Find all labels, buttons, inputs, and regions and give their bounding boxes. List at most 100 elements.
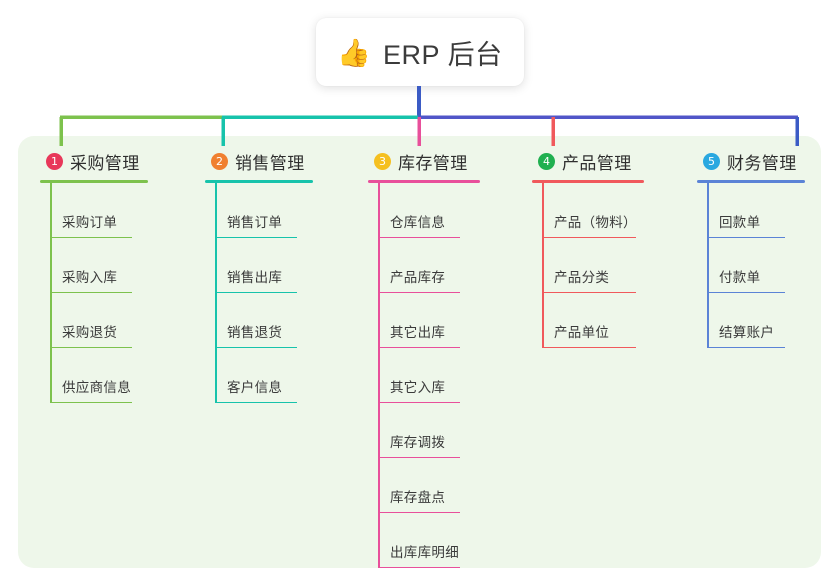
- leaf-label: 其它出库: [390, 325, 446, 340]
- column-title-2: 销售管理: [235, 153, 305, 173]
- leaf-label: 产品分类: [554, 270, 610, 285]
- leaf-item[interactable]: 产品单位: [542, 293, 682, 348]
- column-header-2[interactable]: 2 销售管理: [205, 148, 353, 174]
- leaf-item[interactable]: 库存盘点: [378, 458, 518, 513]
- leaf-label: 采购退货: [62, 325, 118, 340]
- column-3: 3 库存管理仓库信息产品库存其它出库其它入库库存调拨库存盘点出库库明细: [368, 148, 518, 568]
- leaf-rule: [542, 236, 636, 238]
- leaf-item[interactable]: 采购入库: [50, 238, 190, 293]
- leaf-list-3: 仓库信息产品库存其它出库其它入库库存调拨库存盘点出库库明细: [368, 183, 518, 568]
- leaf-rule: [378, 236, 460, 238]
- leaf-label: 产品单位: [554, 325, 610, 340]
- leaf-label: 销售退货: [227, 325, 283, 340]
- leaf-rule: [378, 346, 460, 348]
- column-title-4: 产品管理: [562, 153, 632, 173]
- column-title-1: 采购管理: [70, 153, 140, 173]
- leaf-item[interactable]: 销售订单: [215, 183, 353, 238]
- column-2: 2 销售管理销售订单销售出库销售退货客户信息: [205, 148, 353, 403]
- leaf-rule: [707, 291, 785, 293]
- column-badge-1: 1: [46, 152, 63, 170]
- column-rule-1: [40, 180, 148, 183]
- column-5: 5 财务管理回款单付款单结算账户: [697, 148, 837, 348]
- column-header-3[interactable]: 3 库存管理: [368, 148, 518, 174]
- leaf-list-1: 采购订单采购入库采购退货供应商信息: [40, 183, 190, 403]
- column-badge-3: 3: [374, 152, 391, 170]
- leaf-label: 付款单: [719, 270, 761, 285]
- leaf-rule: [215, 291, 297, 293]
- leaf-item[interactable]: 付款单: [707, 238, 837, 293]
- leaf-rule: [707, 346, 785, 348]
- column-1: 1 采购管理采购订单采购入库采购退货供应商信息: [40, 148, 190, 403]
- leaf-item[interactable]: 产品（物料）: [542, 183, 682, 238]
- leaf-rule: [215, 236, 297, 238]
- leaf-label: 客户信息: [227, 380, 283, 395]
- leaf-item[interactable]: 销售出库: [215, 238, 353, 293]
- leaf-item[interactable]: 采购退货: [50, 293, 190, 348]
- leaf-label: 销售订单: [227, 215, 283, 230]
- leaf-item[interactable]: 客户信息: [215, 348, 353, 403]
- leaf-item[interactable]: 出库库明细: [378, 513, 518, 568]
- leaf-rule: [378, 456, 460, 458]
- leaf-rule: [50, 346, 132, 348]
- leaf-item[interactable]: 其它入库: [378, 348, 518, 403]
- leaf-item[interactable]: 其它出库: [378, 293, 518, 348]
- leaf-list-5: 回款单付款单结算账户: [697, 183, 837, 348]
- leaf-label: 库存调拨: [390, 435, 446, 450]
- leaf-rule: [378, 566, 460, 568]
- leaf-spine-4: [542, 183, 544, 348]
- root-node[interactable]: 👍 ERP 后台: [316, 18, 524, 86]
- leaf-item[interactable]: 采购订单: [50, 183, 190, 238]
- leaf-rule: [50, 291, 132, 293]
- leaf-label: 出库库明细: [390, 545, 459, 560]
- leaf-label: 产品（物料）: [554, 215, 637, 230]
- leaf-label: 供应商信息: [62, 380, 131, 395]
- column-header-5[interactable]: 5 财务管理: [697, 148, 837, 174]
- leaf-rule: [50, 236, 132, 238]
- leaf-item[interactable]: 库存调拨: [378, 403, 518, 458]
- leaf-item[interactable]: 仓库信息: [378, 183, 518, 238]
- column-rule-5: [697, 180, 805, 183]
- leaf-list-2: 销售订单销售出库销售退货客户信息: [205, 183, 353, 403]
- root-title: ERP 后台: [383, 39, 503, 70]
- leaf-item[interactable]: 产品库存: [378, 238, 518, 293]
- leaf-item[interactable]: 结算账户: [707, 293, 837, 348]
- leaf-label: 结算账户: [719, 325, 775, 340]
- leaf-item[interactable]: 供应商信息: [50, 348, 190, 403]
- leaf-label: 仓库信息: [390, 215, 446, 230]
- leaf-rule: [378, 511, 460, 513]
- diagram-panel: [18, 136, 821, 568]
- leaf-label: 销售出库: [227, 270, 283, 285]
- leaf-rule: [50, 401, 132, 403]
- leaf-rule: [215, 346, 297, 348]
- column-rule-3: [368, 180, 480, 183]
- leaf-label: 库存盘点: [390, 490, 446, 505]
- column-badge-5: 5: [703, 152, 720, 170]
- leaf-rule: [707, 236, 785, 238]
- leaf-rule: [378, 401, 460, 403]
- leaf-spine-5: [707, 183, 709, 348]
- leaf-label: 其它入库: [390, 380, 446, 395]
- column-rule-4: [532, 180, 644, 183]
- leaf-label: 采购入库: [62, 270, 118, 285]
- leaf-rule: [542, 346, 636, 348]
- leaf-spine-1: [50, 183, 52, 403]
- column-4: 4 产品管理产品（物料） 产品分类产品单位: [532, 148, 682, 348]
- leaf-label: 采购订单: [62, 215, 118, 230]
- column-badge-2: 2: [211, 152, 228, 170]
- column-title-5: 财务管理: [727, 153, 797, 173]
- column-title-3: 库存管理: [398, 153, 468, 173]
- leaf-item[interactable]: 销售退货: [215, 293, 353, 348]
- thumbs-up-icon: 👍: [337, 37, 372, 68]
- leaf-spine-3: [378, 183, 380, 568]
- leaf-label: 产品库存: [390, 270, 446, 285]
- column-badge-4: 4: [538, 152, 555, 170]
- leaf-item[interactable]: 产品分类: [542, 238, 682, 293]
- column-header-1[interactable]: 1 采购管理: [40, 148, 190, 174]
- leaf-item[interactable]: 回款单: [707, 183, 837, 238]
- leaf-spine-2: [215, 183, 217, 403]
- leaf-rule: [378, 291, 460, 293]
- leaf-rule: [542, 291, 636, 293]
- column-header-4[interactable]: 4 产品管理: [532, 148, 682, 174]
- leaf-rule: [215, 401, 297, 403]
